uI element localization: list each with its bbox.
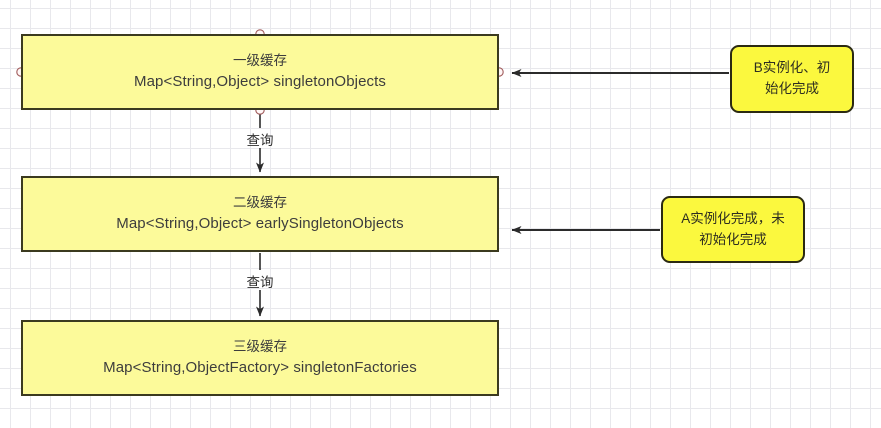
node-level3-cache[interactable]: 三级缓存 Map<String,ObjectFactory> singleton… [21,320,499,396]
node-level2-detail: Map<String,Object> earlySingletonObjects [116,214,404,232]
note-b-line1: B实例化、初 [753,60,831,76]
node-level2-cache[interactable]: 二级缓存 Map<String,Object> earlySingletonOb… [21,176,499,252]
node-level1-cache[interactable]: 一级缓存 Map<String,Object> singletonObjects [21,34,499,110]
node-level1-detail: Map<String,Object> singletonObjects [134,72,386,90]
note-a-line2: 初始化完成 [699,231,767,247]
node-level1-title: 一级缓存 [233,53,287,69]
edge-label-level1-to-level2: 查询 [246,133,274,148]
note-a-instantiation[interactable]: A实例化完成，未 初始化完成 [661,196,805,263]
node-level3-detail: Map<String,ObjectFactory> singletonFacto… [103,358,417,376]
node-level3-title: 三级缓存 [233,339,287,355]
note-b-line2: 始化完成 [765,81,819,96]
note-a-line1: A实例化完成，未 [681,210,785,226]
note-b-instantiation[interactable]: B实例化、初 始化完成 [730,45,854,113]
edge-label-level2-to-level3: 查询 [246,275,274,290]
node-level2-title: 二级缓存 [233,195,287,211]
